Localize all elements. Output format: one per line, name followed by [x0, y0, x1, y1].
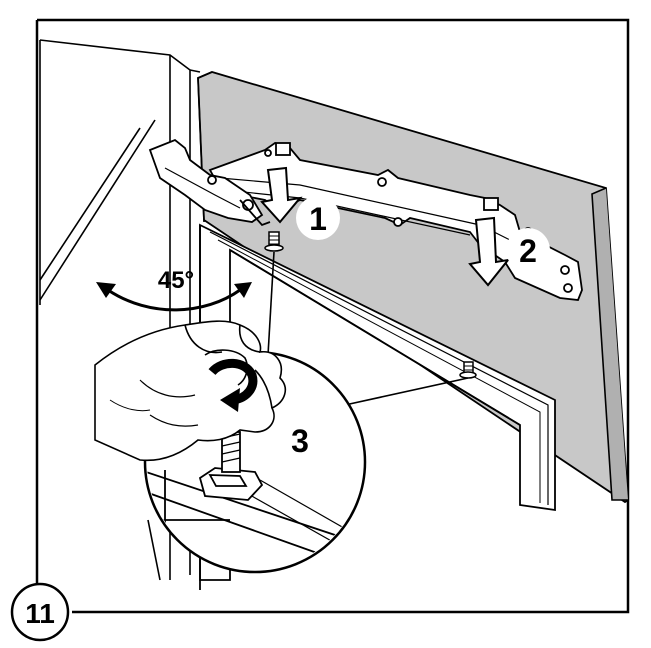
step-3-label: 3 — [291, 423, 309, 459]
down-arrow-icon-2 — [468, 216, 511, 287]
step-2-bubble — [506, 228, 550, 272]
screw-bottom — [459, 361, 477, 379]
step-1-label: 1 — [309, 201, 327, 237]
rotation-arrow-icon — [208, 358, 258, 412]
hinge-arm — [148, 138, 271, 227]
leader-line-2 — [344, 377, 469, 406]
step-1-bubble — [296, 196, 340, 240]
front-frame — [199, 223, 556, 590]
door-panel-side — [591, 187, 628, 501]
angle-label: 45° — [158, 267, 194, 294]
down-arrow-icon — [260, 166, 303, 224]
figure-number-badge: 11 — [10, 582, 70, 642]
screw-top — [264, 231, 284, 252]
step-2-label: 2 — [519, 233, 537, 269]
figure-number: 11 — [25, 598, 55, 629]
hand — [94, 320, 287, 462]
curved-double-arrow-icon — [96, 282, 252, 312]
leader-line-1 — [267, 251, 275, 356]
figure-frame — [37, 18, 630, 614]
